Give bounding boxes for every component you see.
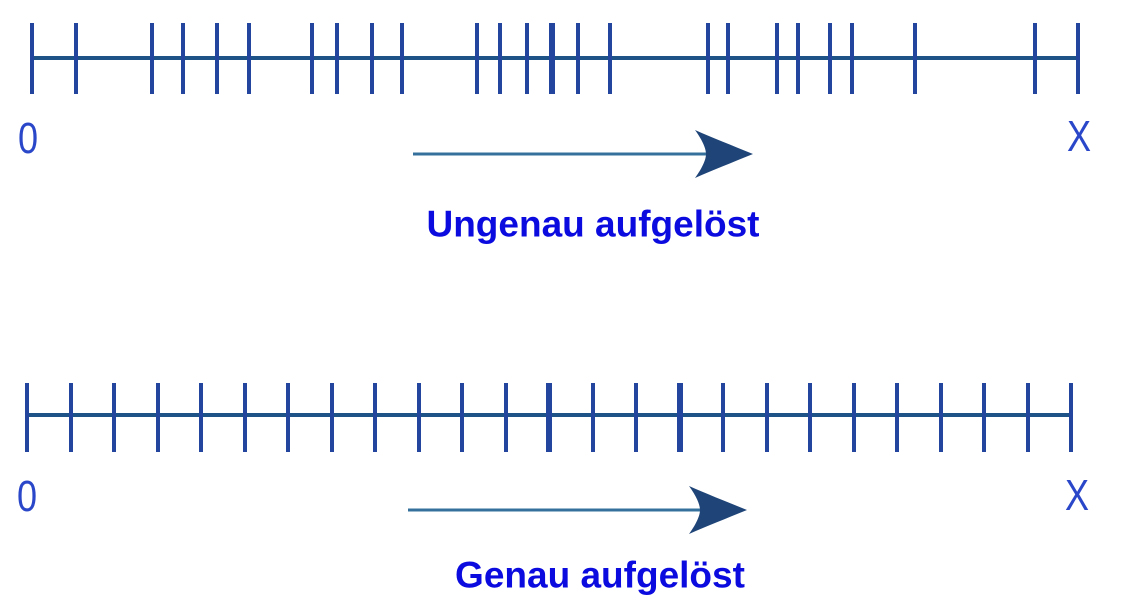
coarse-line-origin-label: 0 [17, 114, 39, 163]
fine-line-origin-label: 0 [16, 472, 38, 521]
coarse-line-caption: Ungenau aufgelöst [426, 203, 760, 245]
coarse-line-end-label: X [1066, 112, 1092, 161]
fine-line-end-label: X [1064, 471, 1090, 520]
fine-number-line-arrow-head-icon [689, 486, 747, 534]
fine-line-caption: Genau aufgelöst [455, 554, 745, 596]
coarse-number-line-arrow-head-icon [695, 130, 753, 178]
